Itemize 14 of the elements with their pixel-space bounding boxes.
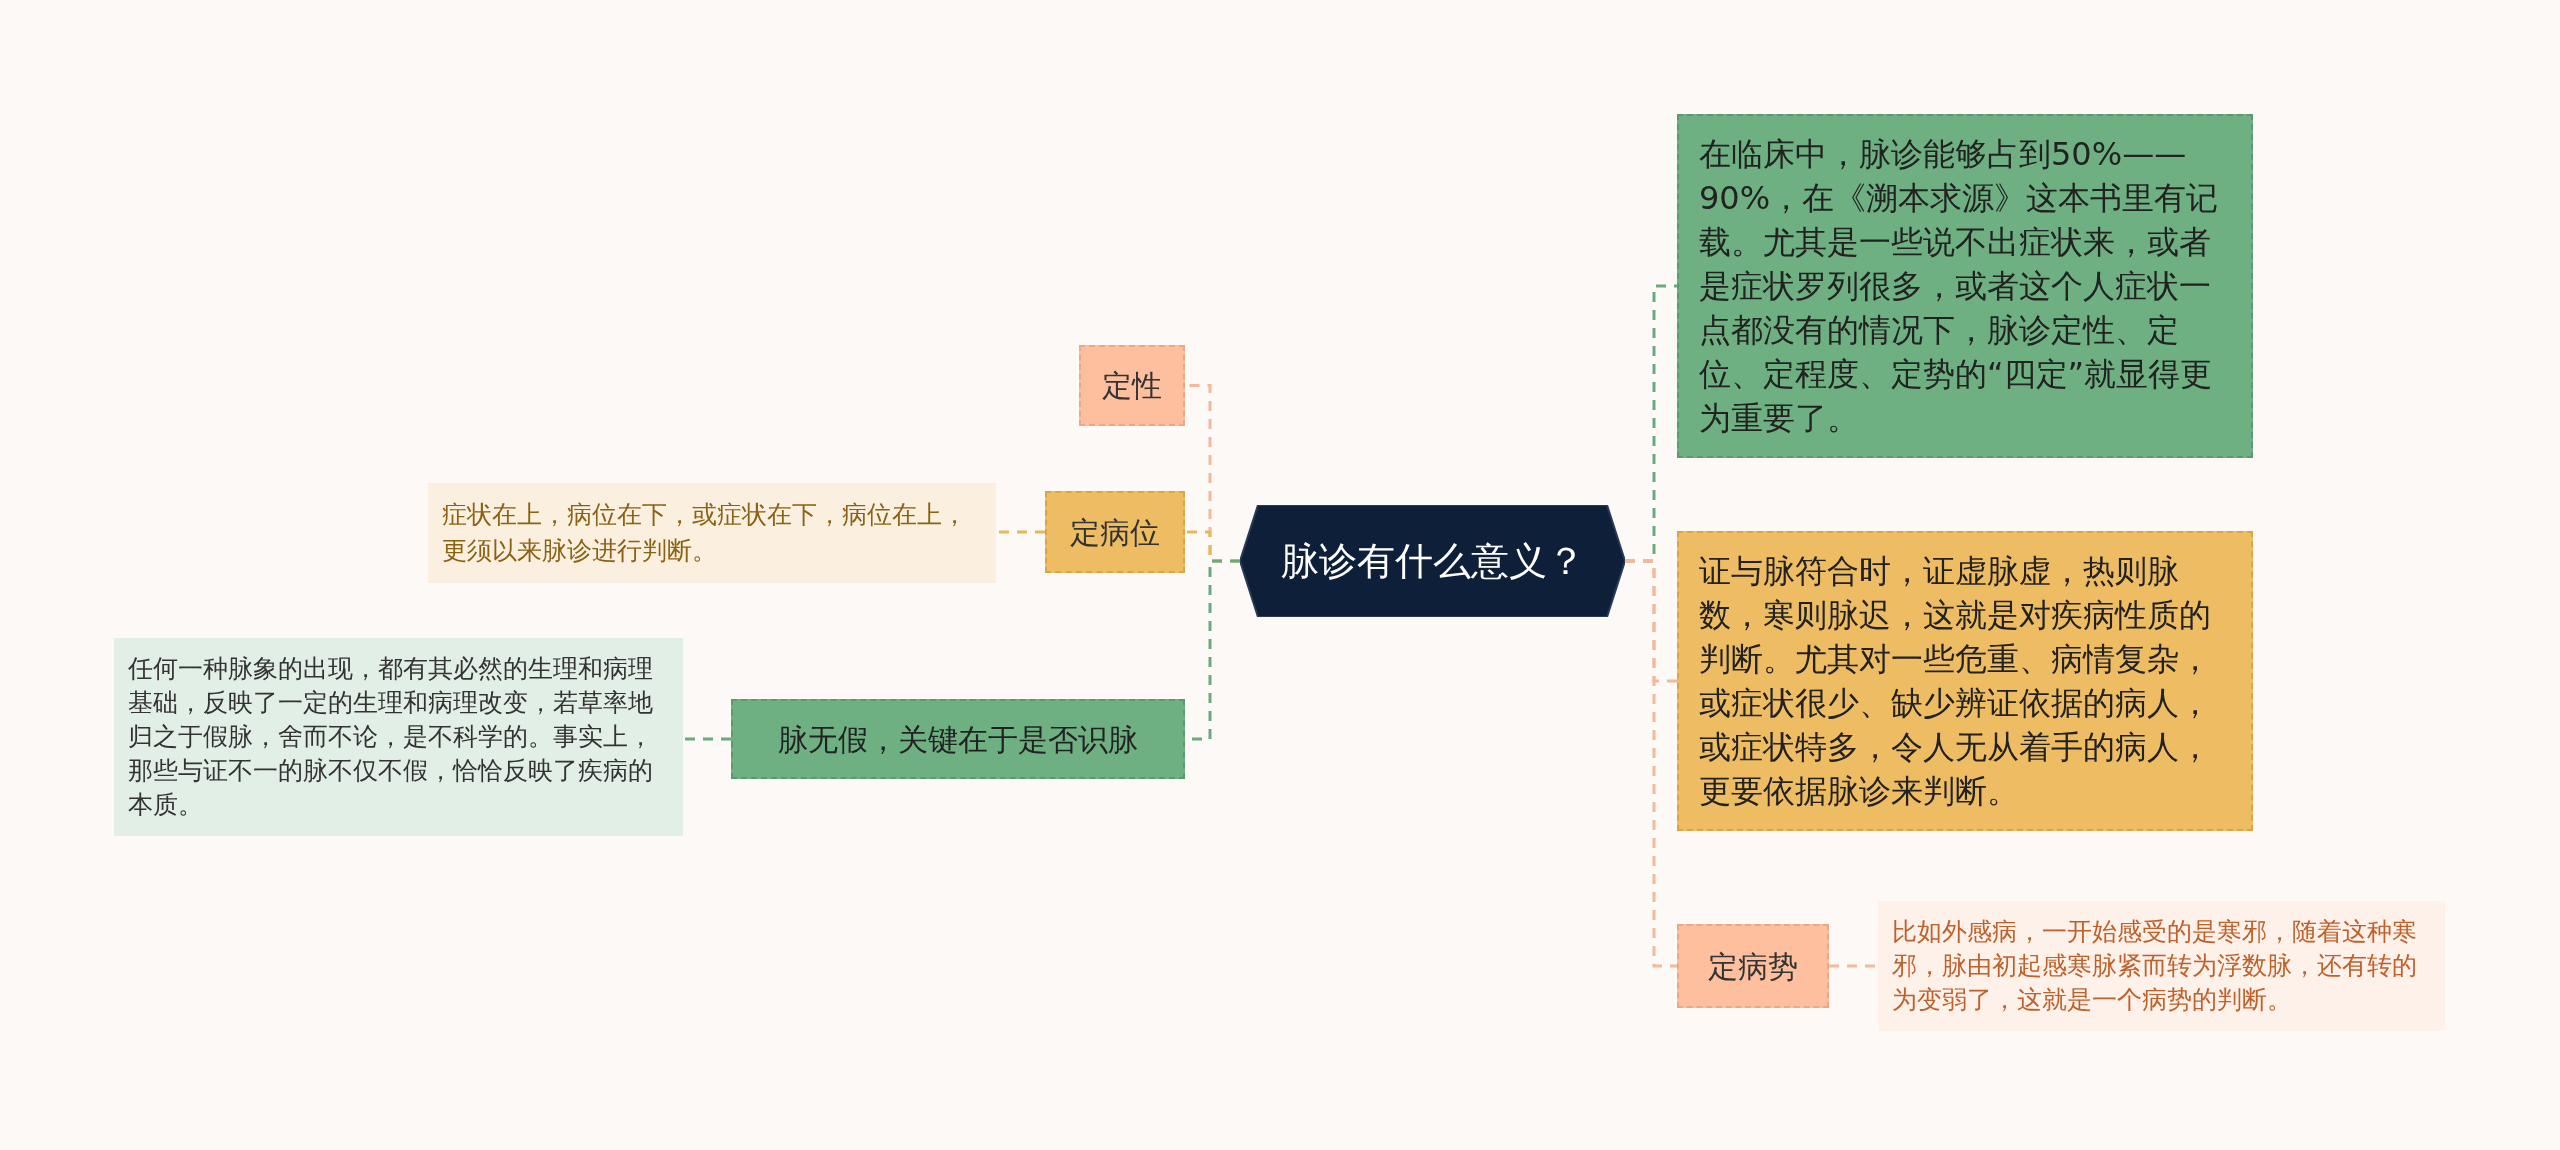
- connector-line: [1625, 559, 1677, 968]
- topic-box: 脉无假，关键在于是否识脉: [731, 699, 1185, 779]
- topic-box: 定性: [1079, 345, 1185, 426]
- topic-box: 在临床中，脉诊能够占到50%——90%，在《溯本求源》这本书里有记载。尤其是一些说不出症状来，或者是症状罗列很多，或者这个人症状一点都没有的情况下，脉诊定性、定位、定程度、定势的“四定”就显得更为重要了。: [1677, 114, 2253, 458]
- connector-line: [683, 737, 731, 741]
- topic-box: 定病位: [1045, 491, 1185, 573]
- topic-box: 证与脉符合时，证虚脉虚，热则脉数，寒则脉迟，这就是对疾病性质的判断。尤其对一些危重、病情复杂，或症状很少、缺少辨证依据的病人，或症状特多，令人无从着手的病人，更要依据脉诊来判断。: [1677, 531, 2253, 831]
- note-box: 症状在上，病位在下，或症状在下，病位在上，更须以来脉诊进行判断。: [428, 483, 996, 583]
- central-topic: 脉诊有什么意义？: [1240, 505, 1625, 617]
- connector-line: [1829, 964, 1878, 968]
- note-box: 比如外感病，一开始感受的是寒邪，随着这种寒邪，脉由初起感寒脉紧而转为浮数脉，还有转的为变弱了，这就是一个病势的判断。: [1878, 901, 2445, 1031]
- topic-box: 定病势: [1677, 924, 1829, 1008]
- connector-line: [996, 530, 1045, 534]
- note-box: 任何一种脉象的出现，都有其必然的生理和病理基础，反映了一定的生理和病理改变，若草率地归之于假脉，舍而不论，是不科学的。事实上，那些与证不一的脉不仅不假，恰恰反映了疾病的本质。: [114, 638, 683, 836]
